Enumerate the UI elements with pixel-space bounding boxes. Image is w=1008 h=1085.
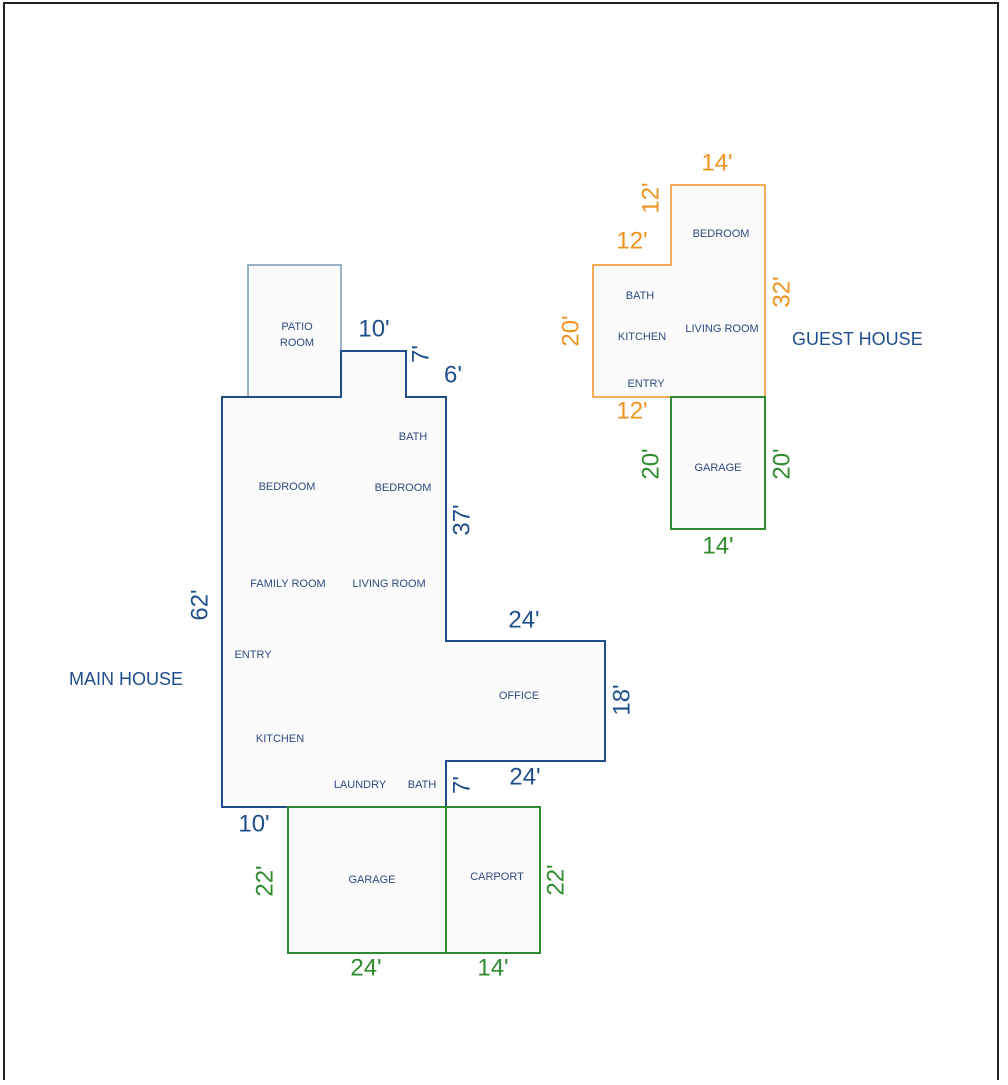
carport-right-dimension: 22': [542, 864, 569, 895]
guest-house-label: GUEST HOUSE: [792, 329, 923, 349]
guest-bedroom-label: BEDROOM: [693, 228, 750, 240]
kitchen-label: KITCHEN: [256, 733, 304, 745]
carport-label: CARPORT: [470, 871, 524, 883]
guest-bath-label: BATH: [626, 290, 655, 302]
guest-garage-label: GARAGE: [694, 462, 741, 474]
carport-bottom-dimension: 14': [477, 954, 508, 981]
office-label: OFFICE: [499, 690, 539, 702]
laundry-label: LAUNDRY: [334, 779, 387, 791]
guest-upper-left-vertical-dimension: 12': [637, 182, 664, 213]
carport-outline: [445, 806, 541, 954]
main-house-label: MAIN HOUSE: [69, 669, 183, 689]
guest-garage-bottom-dimension: 14': [702, 532, 733, 559]
bath-top-label: BATH: [399, 431, 428, 443]
garage-label: GARAGE: [348, 874, 395, 886]
guest-left-dimension: 20': [557, 315, 584, 346]
guest-entry-label: ENTRY: [627, 378, 665, 390]
guest-top-dimension: 14': [701, 149, 732, 176]
main-notch-horizontal-dimension: 6': [444, 361, 462, 388]
garage-left-dimension: 22': [251, 865, 278, 896]
guest-kitchen-label: KITCHEN: [618, 331, 666, 343]
main-top-dimension: 10': [358, 315, 389, 342]
bath-bottom-label: BATH: [408, 779, 437, 791]
main-left-dimension: 62': [186, 589, 213, 620]
guest-upper-left-horizontal-dimension: 12': [616, 227, 647, 254]
main-step-vertical-dimension: 7': [448, 776, 475, 794]
family-room-label: FAMILY ROOM: [250, 578, 325, 590]
garage-bottom-dimension: 24': [350, 954, 381, 981]
bedroom-right-label: BEDROOM: [375, 482, 432, 494]
guest-garage-outline: [670, 396, 766, 530]
office-bottom-dimension: 24': [509, 763, 540, 790]
office-right-dimension: 18': [608, 684, 635, 715]
living-room-label: LIVING ROOM: [352, 578, 425, 590]
patio-room-label-line1: PATIO: [281, 321, 313, 333]
entry-label: ENTRY: [234, 649, 272, 661]
bedroom-left-label: BEDROOM: [259, 481, 316, 493]
guest-garage-right-dimension: 20': [768, 448, 795, 479]
page-border: [3, 2, 999, 1085]
guest-house-outline: [592, 184, 766, 398]
patio-room-label-line2: ROOM: [280, 337, 314, 349]
main-right-upper-dimension: 37': [448, 504, 475, 535]
guest-garage-left-dimension: 20': [637, 448, 664, 479]
office-top-dimension: 24': [508, 606, 539, 633]
guest-living-room-label: LIVING ROOM: [685, 323, 758, 335]
main-bottom-left-dimension: 10': [238, 810, 269, 837]
guest-right-dimension: 32': [768, 276, 795, 307]
guest-bottom-dimension: 12': [616, 397, 647, 424]
main-notch-vertical-dimension: 7': [407, 345, 434, 363]
